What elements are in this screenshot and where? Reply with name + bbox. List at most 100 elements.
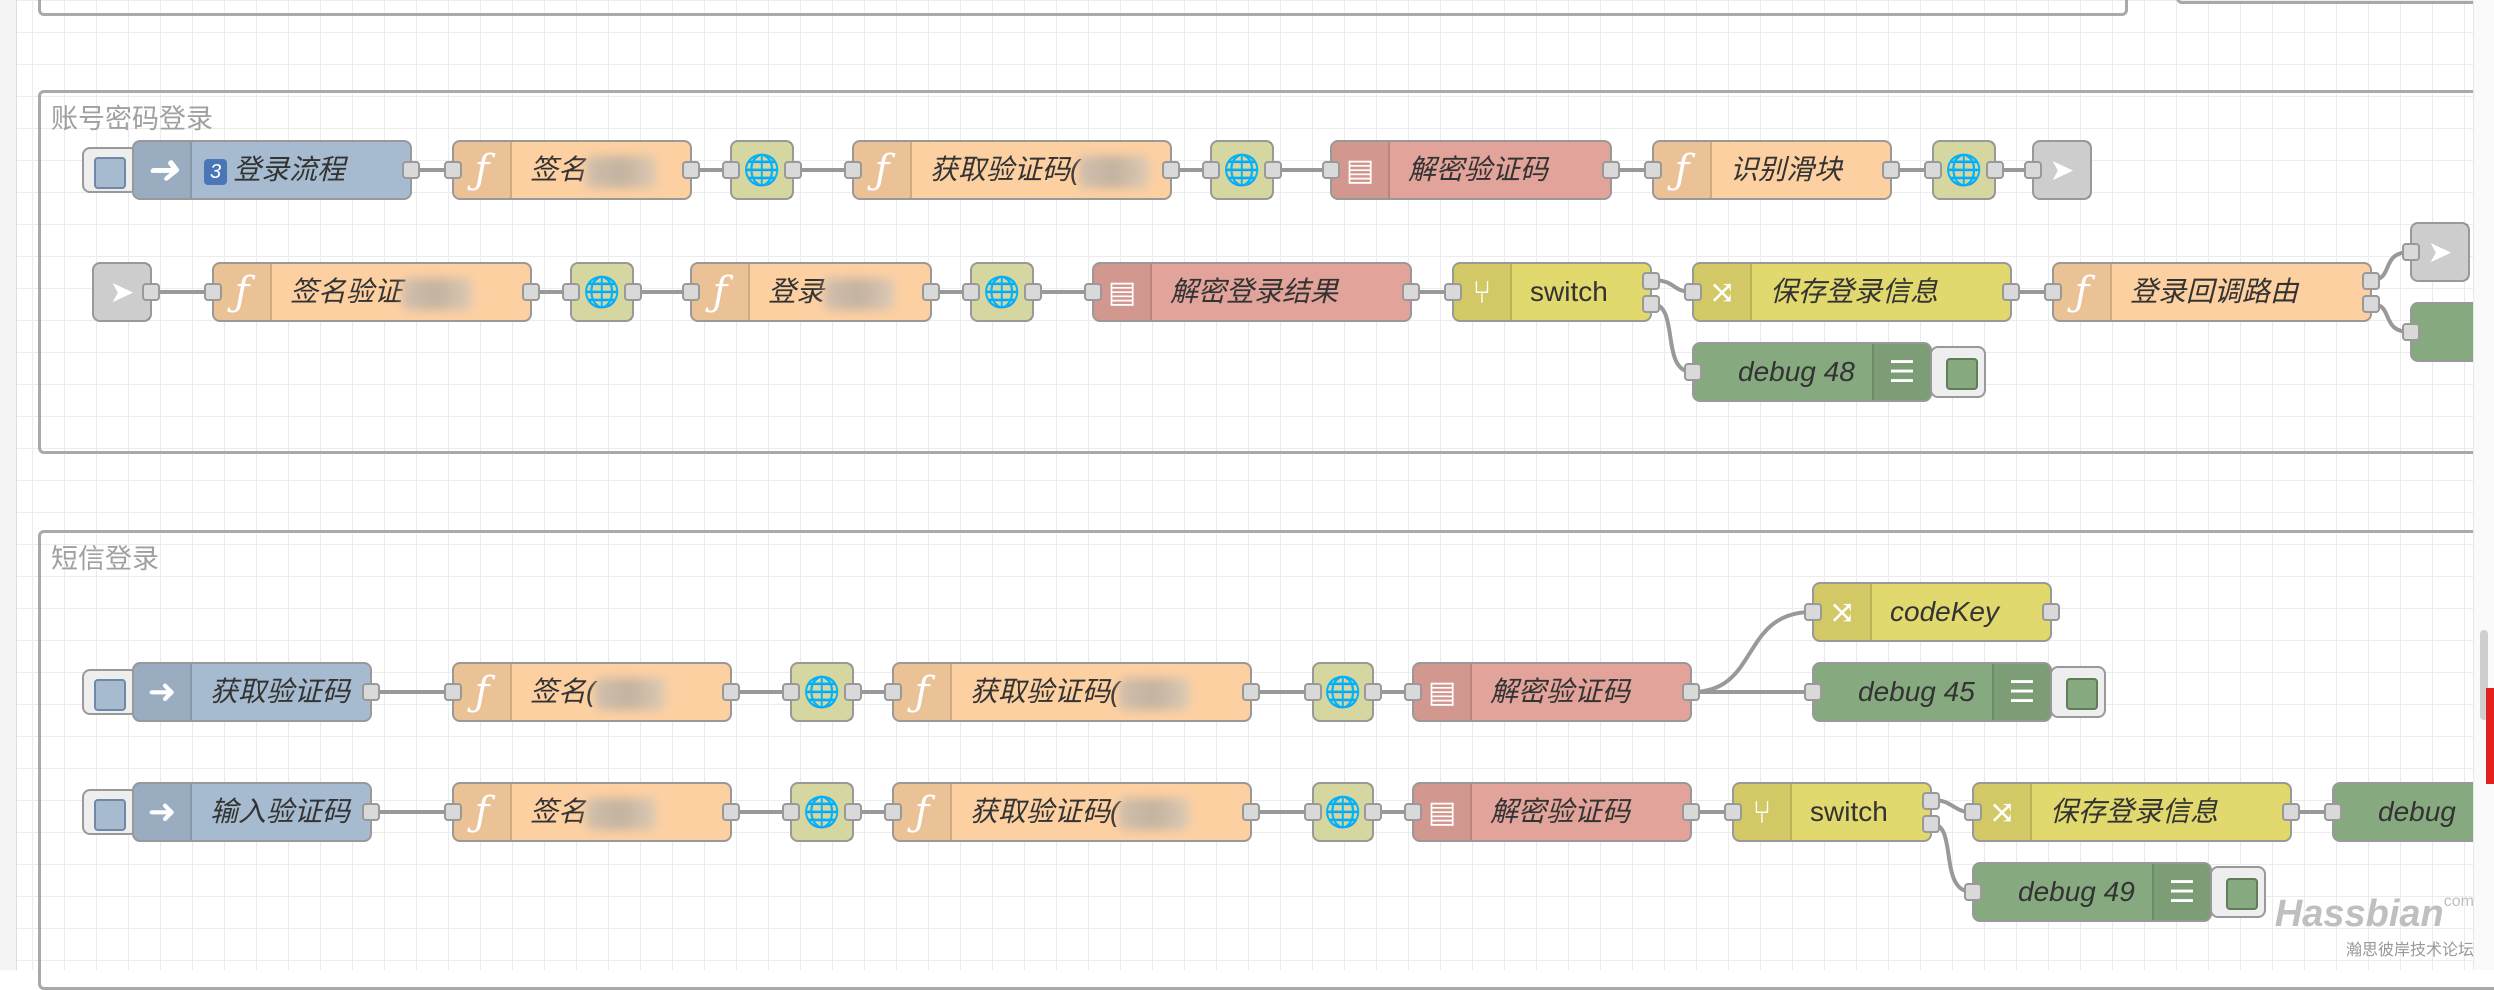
inject-trigger-button[interactable] — [82, 669, 138, 715]
output-port[interactable] — [1364, 683, 1382, 701]
output-port[interactable] — [1882, 161, 1900, 179]
debug-node-partial[interactable]: debug — [2324, 782, 2494, 842]
input-port[interactable] — [1444, 283, 1462, 301]
http-request[interactable]: 🌐 — [1304, 782, 1382, 842]
debug-toggle-button[interactable] — [2210, 866, 2266, 918]
output-port-2[interactable] — [2362, 295, 2380, 313]
input-port[interactable] — [2402, 323, 2420, 341]
scrollbar-thumb[interactable] — [2480, 630, 2488, 720]
debug-45[interactable]: debug 45 ☰ — [1804, 662, 2052, 722]
decrypt-code[interactable]: ▤ 解密验证码 — [1322, 140, 1620, 200]
input-port[interactable] — [884, 683, 902, 701]
function-sign[interactable]: ƒ 签名( — [444, 662, 740, 722]
function-get-code[interactable]: ƒ 获取验证码( — [884, 662, 1260, 722]
output-port[interactable] — [624, 283, 642, 301]
input-port[interactable] — [844, 161, 862, 179]
input-port[interactable] — [1404, 683, 1422, 701]
output-port[interactable] — [522, 283, 540, 301]
output-port[interactable] — [1162, 161, 1180, 179]
output-port[interactable] — [1986, 161, 2004, 179]
output-port[interactable] — [722, 803, 740, 821]
output-port[interactable] — [1682, 803, 1700, 821]
output-port[interactable] — [1402, 283, 1420, 301]
link-out[interactable]: ➤ — [2024, 140, 2092, 200]
function-get-code[interactable]: ƒ 获取验证码( — [884, 782, 1260, 842]
output-port[interactable] — [1602, 161, 1620, 179]
input-port[interactable] — [1684, 363, 1702, 381]
output-port[interactable] — [682, 161, 700, 179]
switch-node[interactable]: ⑂ switch — [1724, 782, 1940, 842]
group-account-login[interactable]: 账号密码登录 — [38, 90, 2494, 454]
output-port-1[interactable] — [1922, 792, 1940, 810]
input-port[interactable] — [962, 283, 980, 301]
input-port[interactable] — [204, 283, 222, 301]
output-port-2[interactable] — [1642, 295, 1660, 313]
output-port[interactable] — [844, 803, 862, 821]
output-port[interactable] — [2042, 603, 2060, 621]
input-port[interactable] — [1964, 883, 1982, 901]
inject-get-code[interactable]: ➜ 获取验证码 — [132, 662, 380, 722]
input-port[interactable] — [2324, 803, 2342, 821]
function-sign[interactable]: ƒ 签名 — [444, 140, 700, 200]
output-port[interactable] — [362, 683, 380, 701]
change-save-login[interactable]: ⤨ 保存登录信息 — [1964, 782, 2300, 842]
output-port[interactable] — [1264, 161, 1282, 179]
function-login[interactable]: ƒ 登录 — [682, 262, 940, 322]
debug-49[interactable]: debug 49 ☰ — [1964, 862, 2212, 922]
function-sign[interactable]: ƒ 签名 — [444, 782, 740, 842]
change-codekey[interactable]: ⤨ codeKey — [1804, 582, 2060, 642]
input-port[interactable] — [782, 683, 800, 701]
group-previous[interactable] — [38, 0, 2128, 16]
input-port[interactable] — [1924, 161, 1942, 179]
input-port[interactable] — [722, 161, 740, 179]
input-port[interactable] — [2024, 161, 2042, 179]
http-request[interactable]: 🌐 — [782, 662, 862, 722]
decrypt-code[interactable]: ▤ 解密验证码 — [1404, 662, 1700, 722]
input-port[interactable] — [1804, 603, 1822, 621]
http-request[interactable]: 🌐 — [1924, 140, 2004, 200]
inject-trigger-button[interactable] — [82, 147, 138, 193]
decrypt-code[interactable]: ▤ 解密验证码 — [1404, 782, 1700, 842]
output-port-1[interactable] — [1642, 272, 1660, 290]
output-port[interactable] — [2282, 803, 2300, 821]
http-request[interactable]: 🌐 — [722, 140, 802, 200]
input-port[interactable] — [444, 803, 462, 821]
function-slider[interactable]: ƒ 识别滑块 — [1644, 140, 1900, 200]
input-port[interactable] — [1084, 283, 1102, 301]
output-port[interactable] — [402, 161, 420, 179]
http-request[interactable]: 🌐 — [962, 262, 1042, 322]
output-port[interactable] — [1682, 683, 1700, 701]
output-port[interactable] — [1024, 283, 1042, 301]
input-port[interactable] — [682, 283, 700, 301]
input-port[interactable] — [1804, 683, 1822, 701]
vertical-scrollbar[interactable] — [2473, 0, 2494, 970]
change-save-login[interactable]: ⤨ 保存登录信息 — [1684, 262, 2020, 322]
switch-node[interactable]: ⑂ switch — [1444, 262, 1660, 322]
input-port[interactable] — [1724, 803, 1742, 821]
output-port[interactable] — [922, 283, 940, 301]
input-port[interactable] — [884, 803, 902, 821]
input-port[interactable] — [1644, 161, 1662, 179]
input-port[interactable] — [2402, 243, 2420, 261]
input-port[interactable] — [444, 161, 462, 179]
group-previous-right[interactable] — [2176, 0, 2494, 4]
link-in[interactable]: ➤ — [92, 262, 160, 322]
inject-trigger-button[interactable] — [82, 789, 138, 835]
output-port-2[interactable] — [1922, 815, 1940, 833]
function-get-code[interactable]: ƒ 获取验证码( — [844, 140, 1180, 200]
output-port[interactable] — [722, 683, 740, 701]
input-port[interactable] — [1404, 803, 1422, 821]
output-port[interactable] — [362, 803, 380, 821]
output-port[interactable] — [1364, 803, 1382, 821]
output-port[interactable] — [142, 283, 160, 301]
output-port[interactable] — [1242, 683, 1260, 701]
http-request[interactable]: 🌐 — [1304, 662, 1382, 722]
input-port[interactable] — [444, 683, 462, 701]
input-port[interactable] — [562, 283, 580, 301]
debug-toggle-button[interactable] — [2050, 666, 2106, 718]
input-port[interactable] — [2044, 283, 2062, 301]
output-port[interactable] — [2002, 283, 2020, 301]
output-port-1[interactable] — [2362, 272, 2380, 290]
http-request[interactable]: 🌐 — [782, 782, 862, 842]
